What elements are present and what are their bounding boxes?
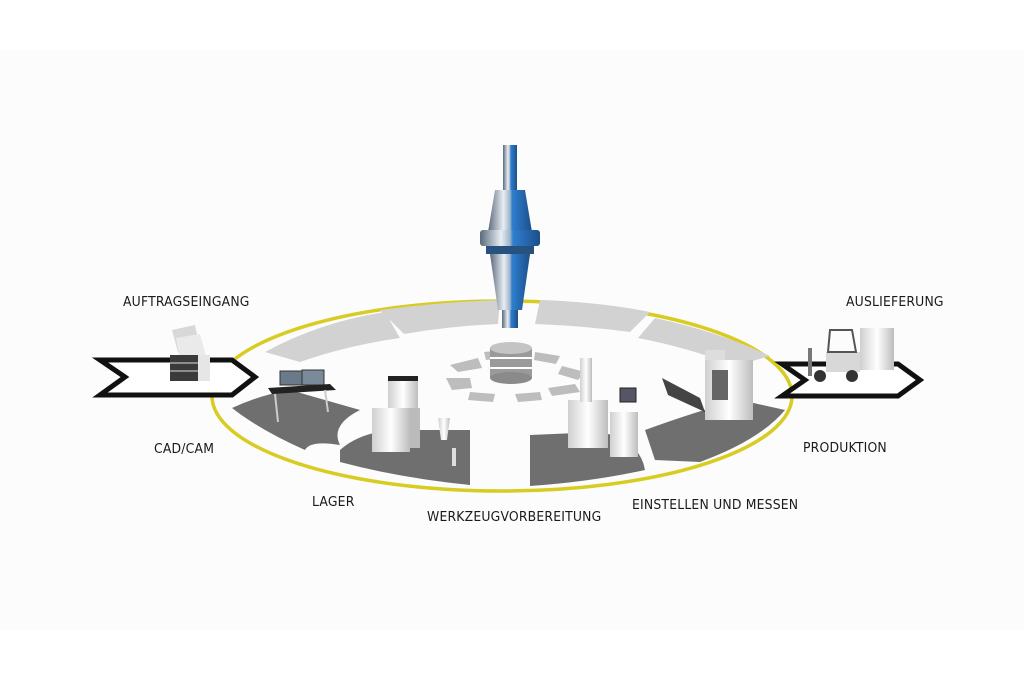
tool-holder-icon [480, 145, 540, 328]
database-icon [490, 342, 532, 384]
label-tool-preparation: WERKZEUGVORBEREITUNG [427, 509, 602, 525]
upper-sectors [265, 300, 770, 366]
label-delivery: AUSLIEFERUNG [846, 294, 944, 310]
label-production: PRODUKTION [803, 440, 887, 456]
presetting-machine-icon [568, 358, 638, 457]
label-storage: LAGER [312, 494, 355, 510]
forklift-icon [808, 328, 894, 382]
document-tray-icon [170, 325, 210, 381]
production-machine-icon [662, 350, 753, 420]
sector-cad-cam [232, 390, 360, 450]
label-order-entry: AUFTRAGSEINGANG [123, 294, 250, 310]
storage-cabinet-icon [372, 376, 456, 466]
label-cad-cam: CAD/CAM [154, 441, 215, 457]
cad-workstation-icon [268, 369, 336, 423]
label-presetting-measuring: EINSTELLEN UND MESSEN [632, 497, 799, 513]
